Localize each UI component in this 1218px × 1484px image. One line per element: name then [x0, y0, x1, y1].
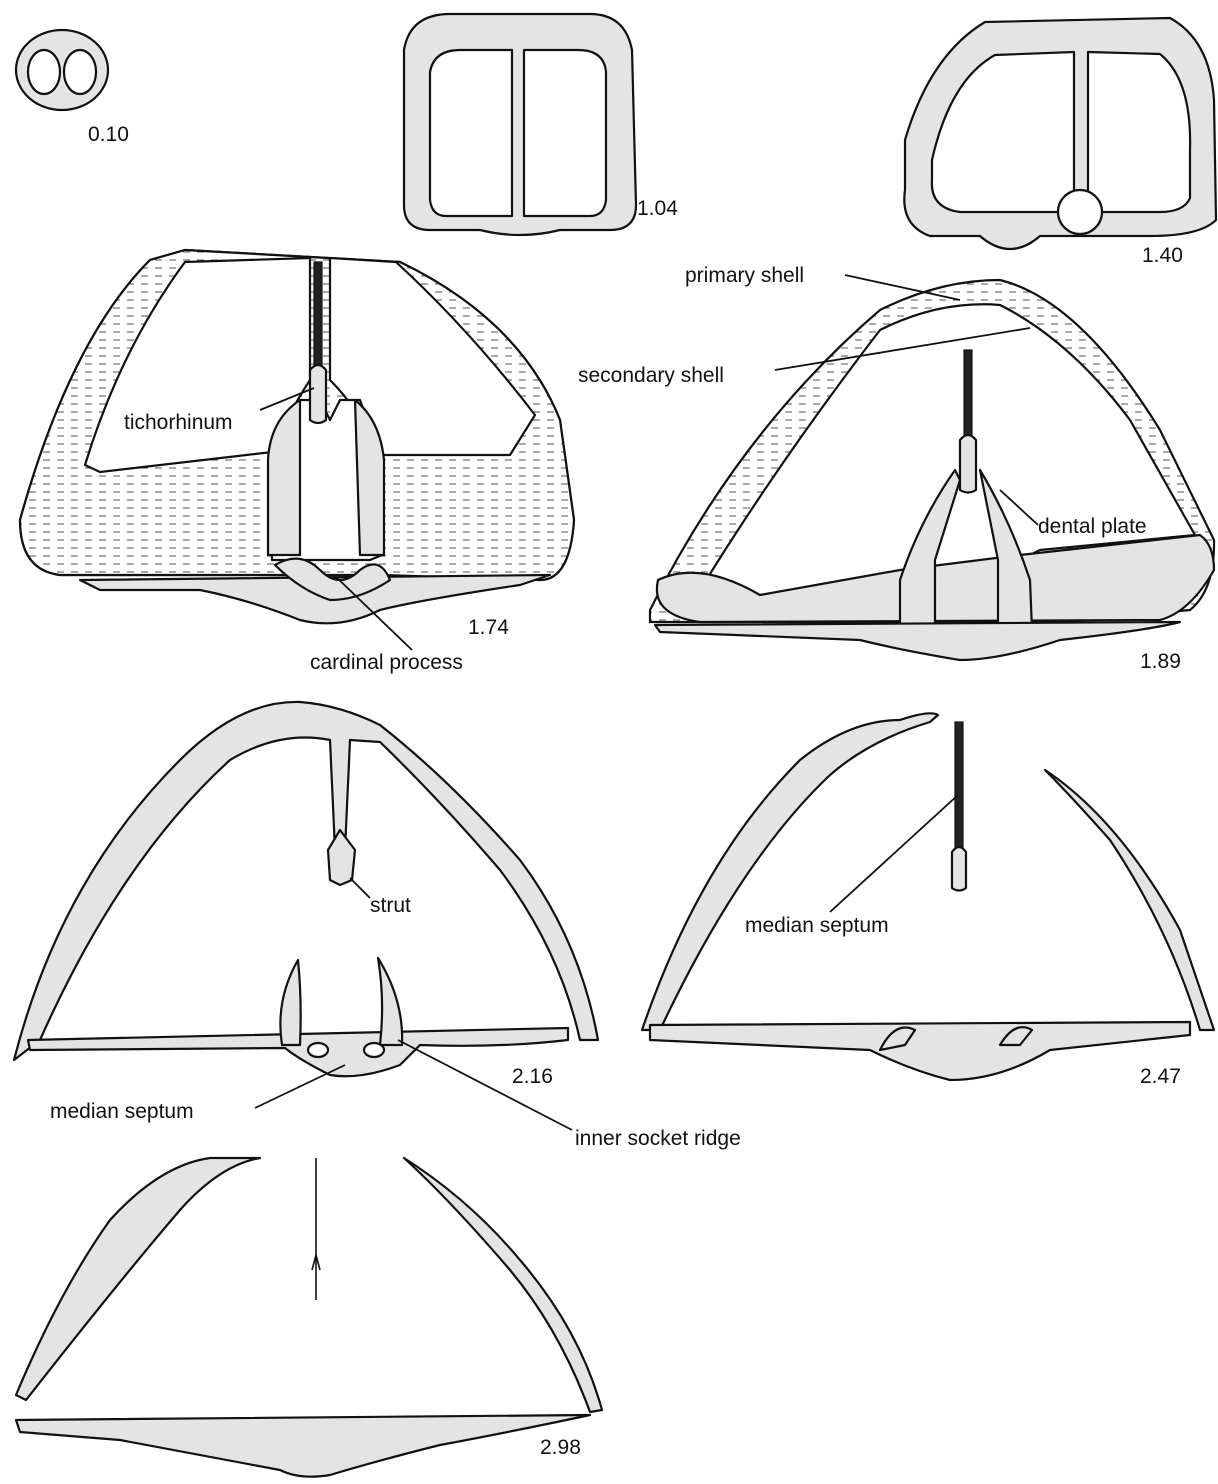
section-label-2-47: 2.47 — [1140, 1065, 1181, 1088]
label-strut: strut — [370, 894, 411, 917]
section-label-0-10: 0.10 — [88, 123, 129, 146]
label-primary-shell: primary shell — [685, 264, 804, 287]
label-dental-plate: dental plate — [1038, 515, 1147, 538]
section-1-89: primary shell secondary shell dental pla… — [578, 264, 1214, 673]
section-label-2-16: 2.16 — [512, 1065, 553, 1088]
label-cardinal-process: cardinal process — [310, 651, 463, 674]
section-1-04: 1.04 — [404, 14, 678, 235]
section-label-1-40: 1.40 — [1142, 244, 1183, 267]
leader-median-septum-247 — [830, 795, 958, 912]
section-label-1-74: 1.74 — [468, 616, 509, 639]
leader-median-septum-216 — [255, 1065, 345, 1108]
section-label-2-98: 2.98 — [540, 1436, 581, 1459]
section-1-40: 1.40 — [904, 18, 1216, 267]
label-secondary-shell: secondary shell — [578, 364, 724, 387]
label-median-septum-216: median septum — [50, 1100, 194, 1123]
leader-strut — [350, 878, 370, 898]
section-1-74: tichorhinum cardinal process 1.74 — [20, 250, 574, 674]
label-tichorhinum: tichorhinum — [124, 411, 233, 434]
section-2-16: strut 2.16 median septum inner socket ri… — [14, 702, 741, 1150]
section-label-1-04: 1.04 — [637, 197, 678, 220]
label-inner-socket-ridge: inner socket ridge — [575, 1127, 741, 1150]
section-0-10: 0.10 — [16, 30, 129, 146]
section-2-47: median septum 2.47 — [642, 713, 1214, 1088]
label-median-septum-247: median septum — [745, 914, 889, 937]
section-label-1-89: 1.89 — [1140, 650, 1181, 673]
section-2-98: 2.98 — [16, 1158, 602, 1477]
